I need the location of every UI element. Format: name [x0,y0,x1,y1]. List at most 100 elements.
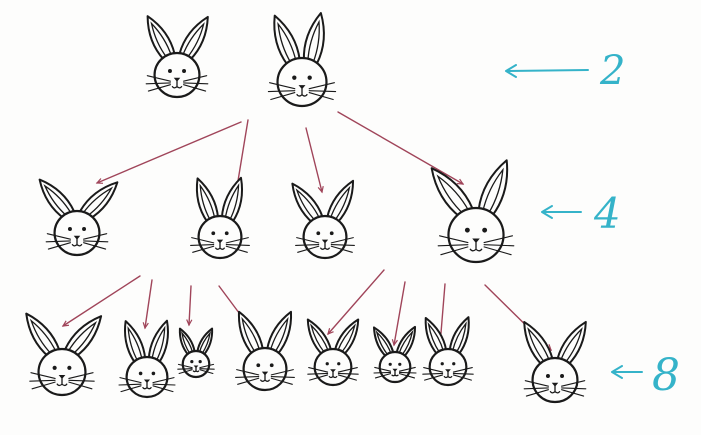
rabbit-whisker [308,366,329,373]
rabbit-eye [316,231,321,236]
rabbit-nose [330,369,336,373]
rabbit-whisker [308,92,334,101]
rabbit-nose [73,235,81,240]
rabbit-whisker [29,379,56,382]
rabbit-head-icon [25,312,103,397]
bunny-row-level-1 [145,12,337,108]
rabbit-whisker [152,377,175,384]
rabbit-whisker [424,374,444,381]
rabbit-whisker [337,366,358,373]
rabbit-head-icon [430,159,515,264]
rabbit-whisker [30,372,56,379]
rabbit-eye [67,227,72,232]
rabbit-inner-ear [436,174,470,216]
rabbit-head [153,51,201,99]
rabbit-eye [224,231,229,236]
rabbit-head [53,209,101,257]
branch-arrowhead [327,328,334,336]
rabbit-whisker [438,235,469,244]
branch-line [393,281,406,346]
rabbit-whisker [398,373,416,379]
rabbit-nose [551,382,559,387]
rabbit-whisker [330,237,354,244]
rabbit-mouth [296,88,308,97]
rabbit-whisker [374,366,392,372]
branch-line [337,111,464,185]
rabbit-head [313,347,353,387]
rabbit-ear [430,167,474,219]
rabbit-head-icon [306,318,360,387]
rabbit-whisker [145,82,171,85]
rabbit-eye [440,362,444,366]
rabbit-head [181,349,211,379]
rabbit-inner-ear [451,321,467,354]
rabbit-mouth [171,80,183,89]
rabbit-whisker [199,368,215,370]
rabbit-eye [398,362,402,366]
rabbit-whisker [68,372,94,379]
rabbit-whisker [68,379,95,382]
rabbit-whisker [337,372,359,375]
rabbit-ear [302,12,325,65]
rabbit-eye [560,374,565,379]
rabbit-whisker [236,369,260,376]
branch-line [62,275,141,327]
branch-line [96,121,242,184]
rabbit-inner-ear [198,330,212,355]
rabbit-inner-ear [269,316,289,354]
rabbit-whisker [45,240,71,243]
rabbit-eye [151,371,156,376]
rabbit-whisker [183,82,209,85]
branch-arrowhead [456,178,465,185]
rabbit-whisker [147,84,171,92]
rabbit-nose [216,239,224,244]
rabbit-whisker [374,373,392,379]
rabbit-inner-ear [307,19,320,64]
rabbit-inner-ear [527,327,551,364]
rabbit-whisker [190,244,215,246]
rabbit-head [302,214,348,260]
branch-arrowhead [317,186,324,194]
rabbit-head [378,350,412,384]
rabbit-whisker [524,380,549,387]
rabbit-inner-ear [181,22,205,59]
rabbit-head-icon [267,12,337,108]
rabbit-nose [143,379,151,384]
rabbit-whisker [561,389,585,397]
rabbit-head [531,356,579,404]
rabbit-inner-ear [295,188,321,222]
rabbit-head-icon [235,310,295,392]
bunny-row-level-2 [38,159,515,264]
rabbit-inner-ear [329,185,351,222]
rabbit-whisker [483,235,514,244]
rabbit-eye [545,374,550,379]
rabbit-whisker [118,383,142,386]
rabbit-eye [329,231,334,236]
rabbit-mouth [192,367,200,373]
rabbit-whisker [199,363,215,369]
level-2-indicator: 4 [541,189,621,238]
rabbit-whisker [561,387,587,390]
rabbit-whisker [330,244,355,246]
rabbit-head-icon [291,179,355,260]
rabbit-mouth [469,242,483,252]
rabbit-inner-ear [310,323,330,354]
rabbit-head-icon [523,320,587,404]
rabbit-whisker [483,246,512,256]
rabbit-eye [452,362,456,366]
rabbit-inner-ear [82,186,114,218]
rabbit-head-icon [422,316,474,387]
rabbit-whisker [452,366,473,373]
rabbit-ear [79,181,119,221]
rabbit-inner-ear [241,316,261,354]
rabbit-whisker [440,246,469,256]
rabbit-inner-ear [427,322,445,354]
rabbit-whisker [452,374,472,381]
branch-line [188,285,192,326]
rabbit-eye [82,227,87,232]
rabbit-nose [321,239,329,244]
rabbit-whisker [119,377,142,384]
rabbit-whisker [225,237,249,244]
